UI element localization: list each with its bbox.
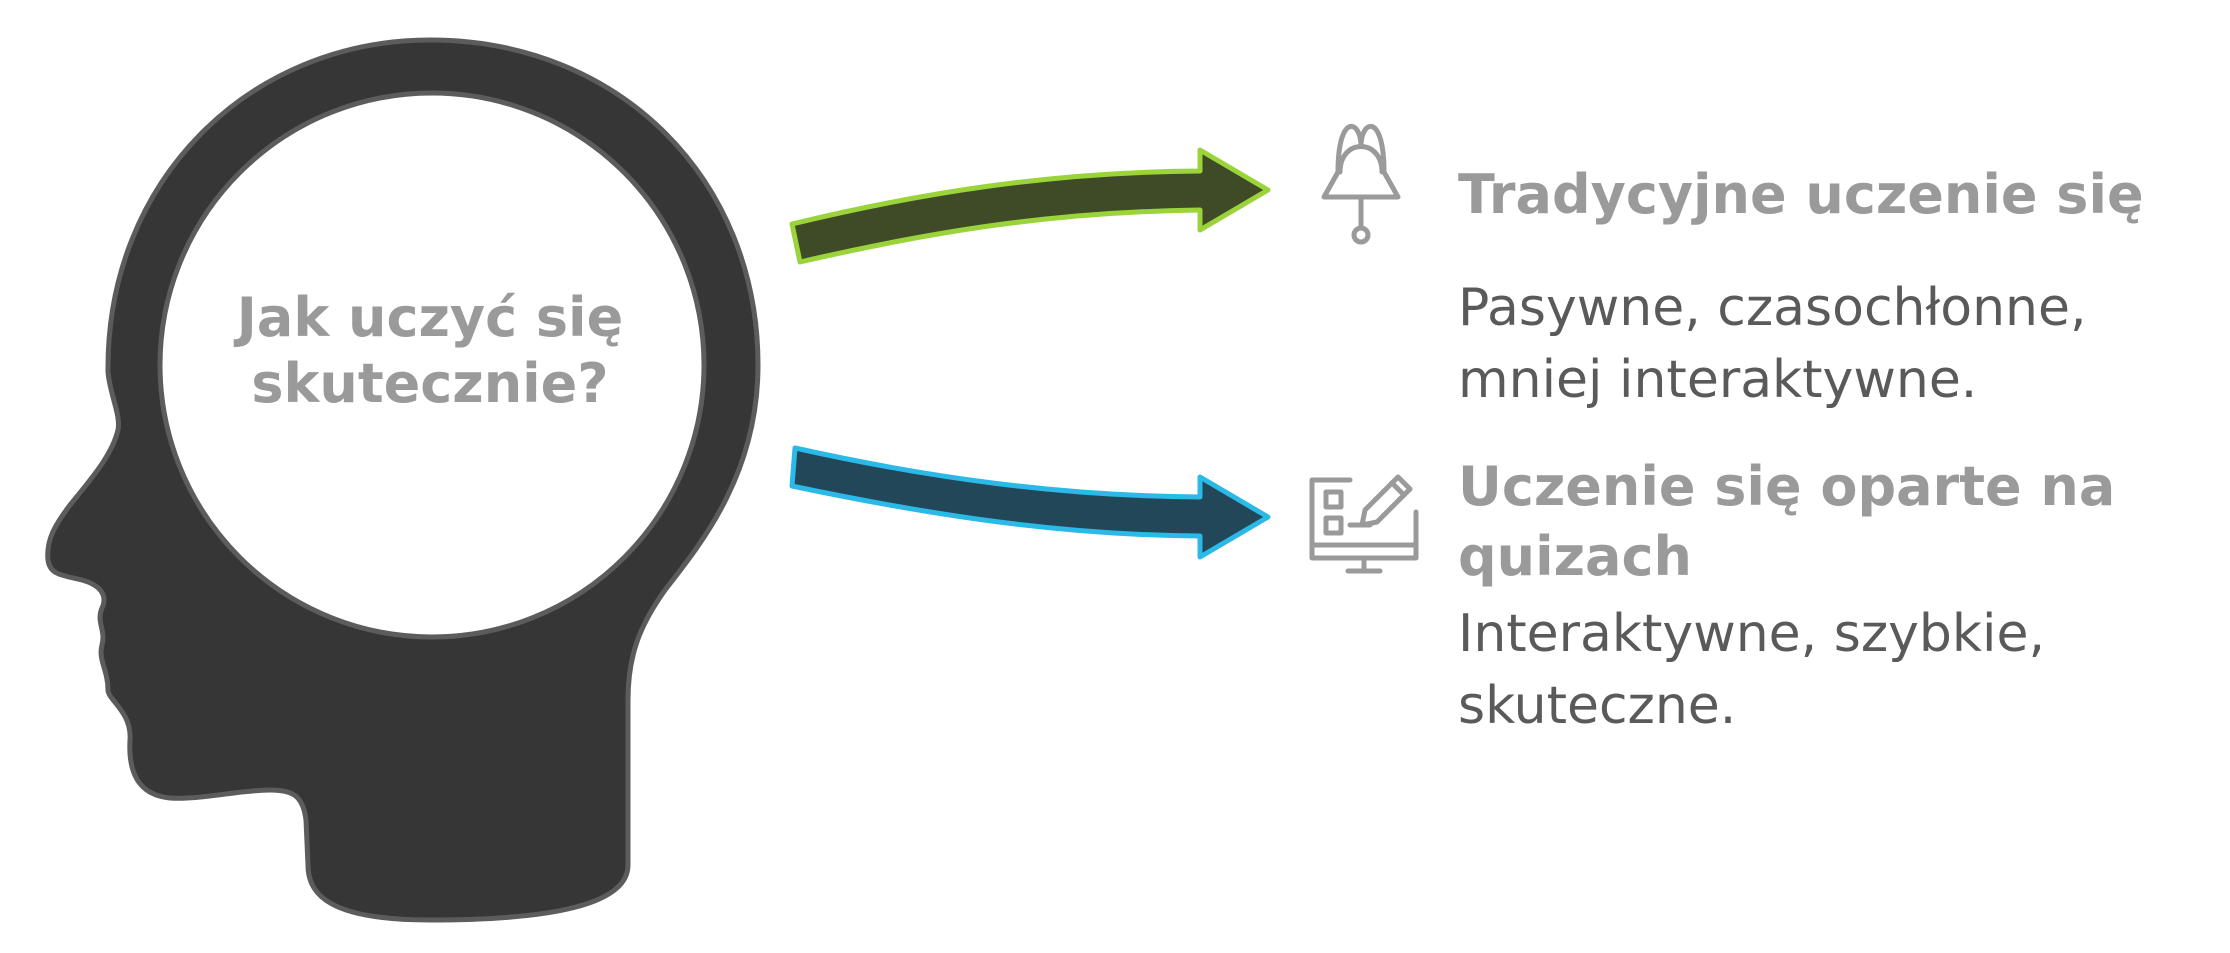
option-title-traditional: Tradycyjne uczenie się [1458,163,2144,226]
central-question: Jak uczyć się skutecznie? [236,286,624,415]
bell-icon [1321,123,1401,245]
arrow-quiz [789,445,1271,560]
option-description-quiz: Interaktywne, szybkie, skuteczne. [1458,604,2045,736]
option-description-traditional: Pasywne, czasochłonne, mniej interaktywn… [1458,278,2087,410]
option-title-quiz: Uczenie się oparte na quizach [1458,455,2116,588]
quiz-monitor-icon [1309,474,1419,574]
head-inner-circle [157,90,707,640]
arrow-traditional [789,147,1271,265]
